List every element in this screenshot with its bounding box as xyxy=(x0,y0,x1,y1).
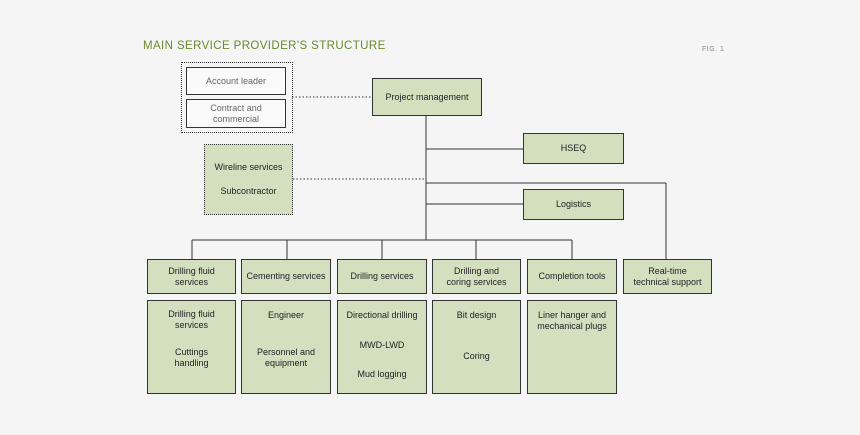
service-column-drilling: Directional drilling MWD-LWD Mud logging xyxy=(337,300,427,394)
client-frame xyxy=(181,62,293,133)
service-column-drilling-coring: Bit design Coring xyxy=(432,300,521,394)
service-item: Mud logging xyxy=(357,369,407,379)
service-item: Engineer xyxy=(267,310,305,320)
project-management-label: Project management xyxy=(385,91,469,102)
service-item: Cuttings handling xyxy=(174,347,209,368)
service-header-completion: Completion tools xyxy=(527,259,617,294)
account-leader-label: Account leader xyxy=(205,75,267,86)
service-header-label: Drilling fluid services xyxy=(168,265,215,287)
project-management-box: Project management xyxy=(372,78,482,116)
realtime-support-box: Real-time technical support xyxy=(623,259,712,294)
figure-label: FIG. 1 xyxy=(702,46,725,53)
hseq-box: HSEQ xyxy=(523,133,624,164)
logistics-label: Logistics xyxy=(555,199,591,209)
service-header-label: Drilling and coring services xyxy=(446,265,507,287)
service-header-drilling-fluid: Drilling fluid services xyxy=(147,259,236,294)
subcontractor-label: Subcontractor xyxy=(220,186,277,196)
logistics-box: Logistics xyxy=(523,189,624,220)
service-item: Drilling fluid services xyxy=(168,309,215,330)
contract-commercial-label: Contract and commercial xyxy=(210,102,262,124)
service-header-label: Cementing services xyxy=(246,271,326,281)
realtime-support-label: Real-time technical support xyxy=(633,265,702,287)
service-column-drilling-fluid: Drilling fluid services Cuttings handlin… xyxy=(147,300,236,394)
service-column-cementing: Engineer Personnel and equipment xyxy=(241,300,331,394)
service-header-label: Completion tools xyxy=(538,271,606,281)
service-header-cementing: Cementing services xyxy=(241,259,331,294)
service-item: Liner hanger and mechanical plugs xyxy=(537,310,607,331)
subcontractor-box: Wireline services Subcontractor xyxy=(204,144,293,215)
service-item: MWD-LWD xyxy=(359,340,405,350)
hseq-label: HSEQ xyxy=(560,143,587,153)
account-leader-box: Account leader xyxy=(186,67,286,95)
service-header-drilling: Drilling services xyxy=(337,259,427,294)
service-item: Directional drilling xyxy=(346,310,418,320)
service-header-label: Drilling services xyxy=(350,271,414,281)
service-item: Personnel and equipment xyxy=(256,347,316,368)
service-header-drilling-coring: Drilling and coring services xyxy=(432,259,521,294)
contract-commercial-box: Contract and commercial xyxy=(186,99,286,128)
page-title: MAIN SERVICE PROVIDER'S STRUCTURE xyxy=(143,40,386,52)
service-item: Bit design xyxy=(456,310,497,320)
wireline-label: Wireline services xyxy=(214,162,283,172)
service-item: Coring xyxy=(463,351,490,361)
service-column-completion: Liner hanger and mechanical plugs xyxy=(527,300,617,394)
